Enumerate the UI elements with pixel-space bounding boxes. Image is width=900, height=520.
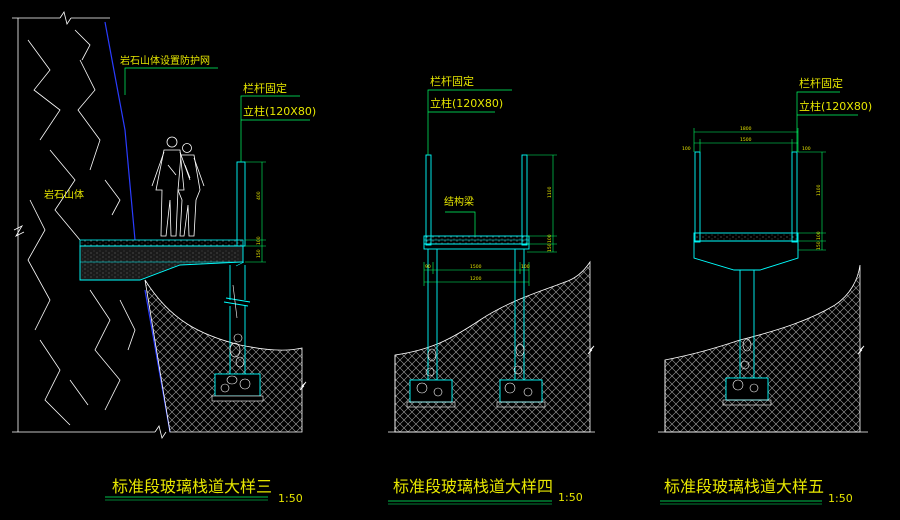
dim-100: 100 <box>816 231 822 240</box>
detail-4-title: 标准段玻璃栈道大样四 <box>393 477 553 496</box>
detail-4-scale: 1:50 <box>558 491 583 504</box>
detail-5: 栏杆固定 立柱(120X80) 1800 1500 100 100 1100 1… <box>658 76 872 505</box>
dim-1500: 1500 <box>740 137 752 143</box>
dim-400: 400 <box>256 191 262 200</box>
ground-section <box>394 260 591 433</box>
dim-150: 150 <box>547 243 553 252</box>
deck-slab <box>79 239 245 281</box>
pier-cap <box>693 240 799 271</box>
label-railing-fix: 栏杆固定 <box>430 74 474 88</box>
dim-100-b: 100 <box>521 264 530 270</box>
leader-railing <box>427 89 512 155</box>
dim-100-l: 100 <box>682 146 691 152</box>
label-beam: 结构梁 <box>444 195 474 208</box>
person-figures <box>151 136 205 237</box>
detail-3: 岩石山体设置防护网 岩石山体 栏杆固定 立柱(120X80) 400 100 1… <box>12 11 316 505</box>
label-post-size: 立柱(120X80) <box>243 104 316 118</box>
rock-face-edge <box>104 21 136 241</box>
pier-column <box>722 270 772 406</box>
label-rock: 岩石山体 <box>44 188 84 201</box>
pier-footing <box>211 333 264 402</box>
detail-3-title: 标准段玻璃栈道大样三 <box>112 477 272 496</box>
leader-rock-net <box>124 67 218 95</box>
label-post-size: 立柱(120X80) <box>799 99 872 113</box>
ground-section <box>664 264 861 433</box>
dim-150: 150 <box>256 249 262 258</box>
railing-post <box>236 161 246 247</box>
dim-1100: 1100 <box>816 184 822 196</box>
leader-railing <box>240 95 300 162</box>
detail-5-scale: 1:50 <box>828 492 853 505</box>
dim-90: 90 <box>425 264 431 270</box>
dim-100: 100 <box>256 236 262 245</box>
label-railing-fix: 栏杆固定 <box>799 76 843 90</box>
ground-section <box>144 279 303 433</box>
dim-150: 150 <box>816 241 822 250</box>
deck-slab <box>693 232 799 242</box>
detail-4: 栏杆固定 立柱(120X80) 结构梁 1100 100 150 90 1500… <box>388 74 595 505</box>
dimension-lines <box>693 128 826 251</box>
dim-1500: 1500 <box>470 264 482 270</box>
leader-beam <box>445 211 476 236</box>
rubble-fill <box>732 338 759 393</box>
railing-frame <box>694 151 798 243</box>
detail-5-title: 标准段玻璃栈道大样五 <box>664 477 824 496</box>
label-post-size: 立柱(120X80) <box>430 96 503 110</box>
dim-1100: 1100 <box>547 186 553 198</box>
dim-100: 100 <box>547 234 553 243</box>
label-rock-net: 岩石山体设置防护网 <box>120 54 210 67</box>
rock-mountain <box>12 11 167 439</box>
rubble-fill <box>416 343 533 397</box>
dimension-lines <box>245 161 266 263</box>
pier-column <box>223 265 251 374</box>
support-columns <box>406 243 546 408</box>
detail-3-scale: 1:50 <box>278 492 303 505</box>
dimension-lines <box>423 154 557 286</box>
dim-1200: 1200 <box>470 276 482 282</box>
dim-100-r: 100 <box>802 146 811 152</box>
railing-frame <box>425 154 528 246</box>
label-railing-fix: 栏杆固定 <box>243 81 287 95</box>
dim-1800: 1800 <box>740 126 752 132</box>
